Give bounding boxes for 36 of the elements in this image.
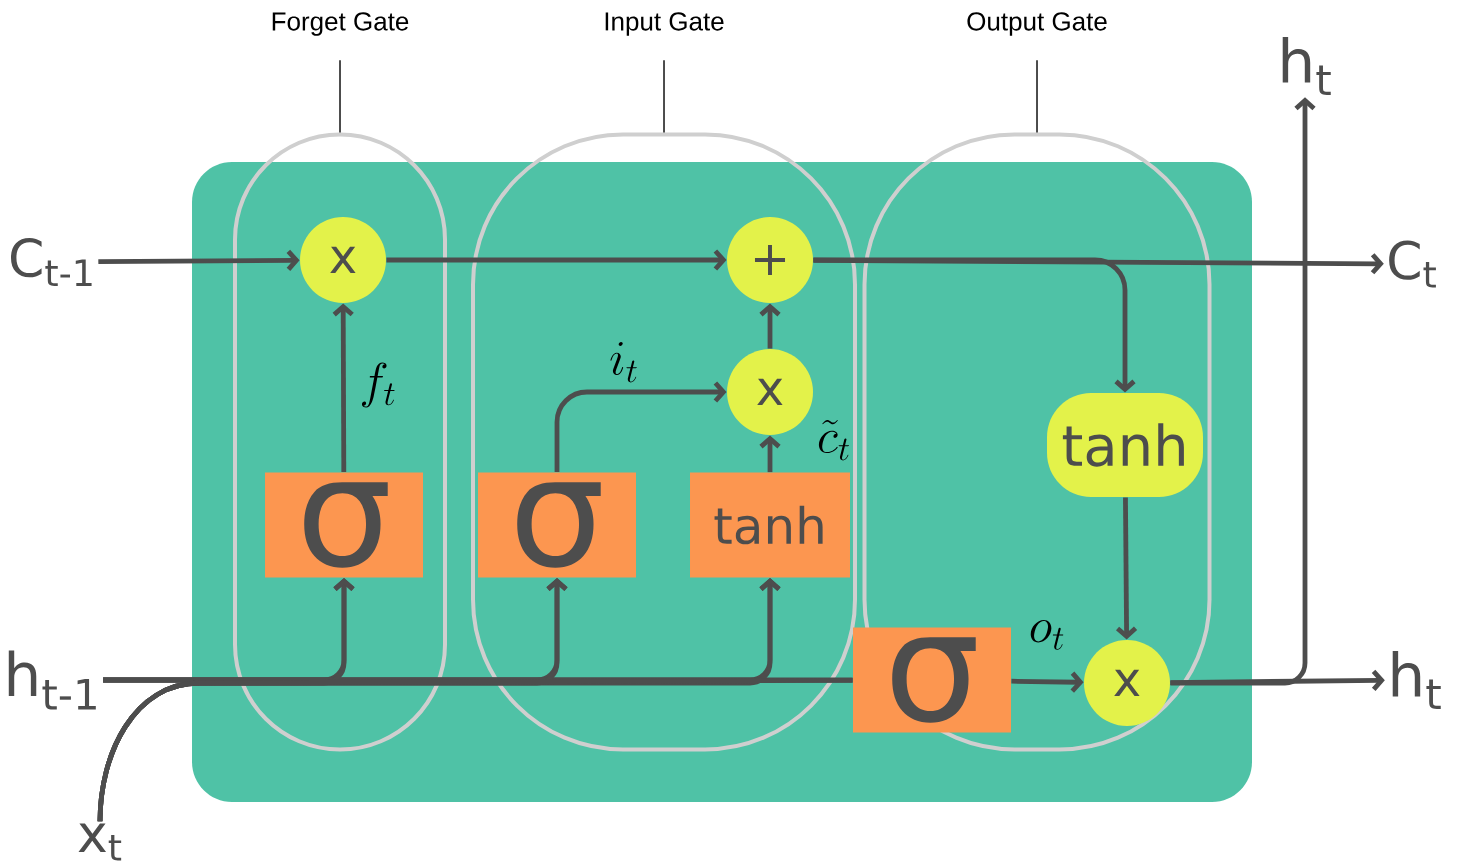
activation-box: tanh <box>690 472 850 578</box>
arrow <box>759 435 781 473</box>
arrow <box>759 303 781 349</box>
activation-box: σ <box>478 472 636 578</box>
edge-label: $f_t$ <box>361 362 395 408</box>
leader-line <box>663 59 665 134</box>
arrow <box>332 303 354 473</box>
activation-box: σ <box>853 627 1011 733</box>
arrow <box>1170 669 1385 691</box>
arrow <box>386 249 727 271</box>
arrow <box>554 381 727 473</box>
activation-box: σ <box>265 472 423 578</box>
arrow <box>1011 671 1084 693</box>
arrow <box>813 253 1384 275</box>
arrow <box>1115 497 1138 640</box>
edge-label: $o_t$ <box>1030 620 1064 650</box>
signal-label: h$_{t}$ <box>1282 37 1331 95</box>
gate-outline <box>471 132 857 752</box>
edge-label: $\tilde{c}_t$ <box>818 419 849 461</box>
leader-line <box>1036 59 1038 134</box>
gate-heading: Forget Gate <box>272 12 409 36</box>
arrow <box>1170 97 1316 686</box>
signal-label: x$_{t}$ <box>78 823 122 861</box>
edge-label: $i_t$ <box>610 341 637 383</box>
signal-label: h$_{t-1}$ <box>8 650 96 710</box>
arrow <box>98 249 300 271</box>
arrow <box>813 257 1136 393</box>
gate-heading: Output Gate <box>967 12 1107 36</box>
gate-outline <box>233 132 447 752</box>
activation-pill: tanh <box>1047 393 1203 497</box>
signal-label: C$_{t}$ <box>1389 240 1436 288</box>
signal-label: C$_{t-1}$ <box>11 238 92 286</box>
signal-label: h$_{t}$ <box>1392 651 1441 709</box>
gate-outline <box>862 132 1212 752</box>
gate-heading: Input Gate <box>605 12 724 36</box>
leader-line <box>339 59 341 134</box>
